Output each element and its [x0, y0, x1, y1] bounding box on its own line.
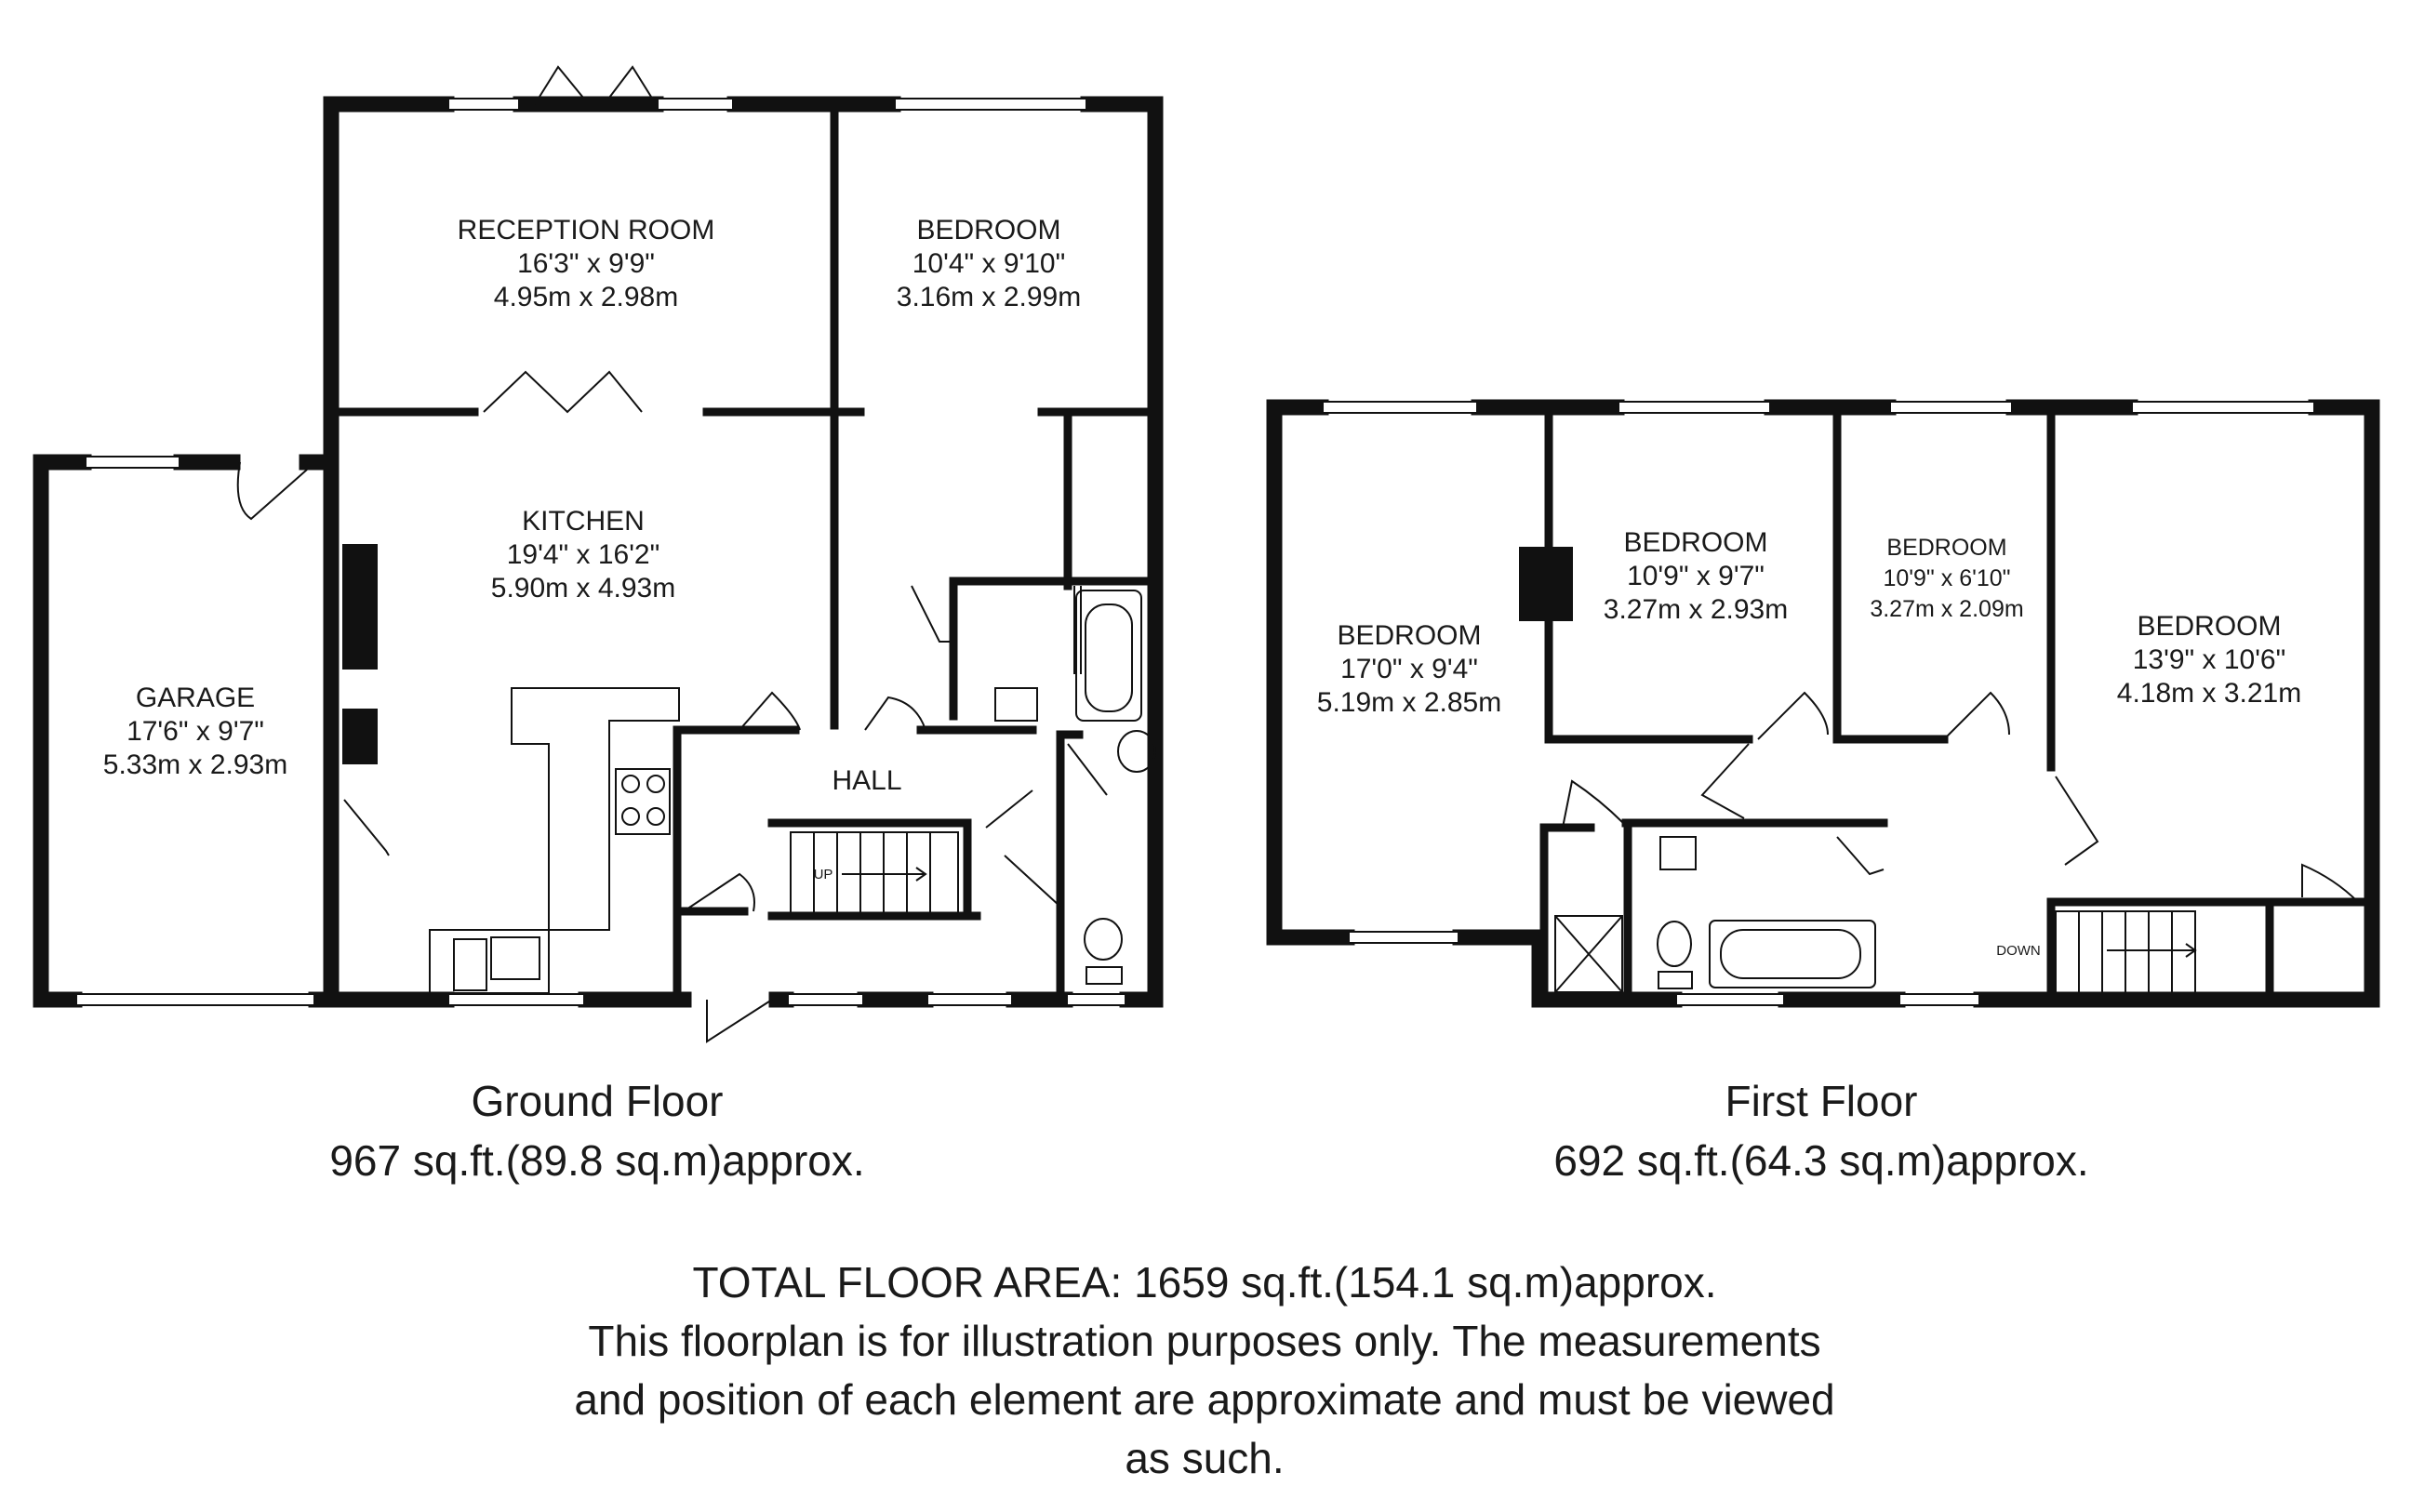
ff-bedroom4-imperial: 13'9" x 10'6": [2133, 644, 2286, 675]
disclaimer-line-3: as such.: [1125, 1434, 1284, 1482]
total-floor-area: TOTAL FLOOR AREA: 1659 sq.ft.(154.1 sq.m…: [692, 1258, 1716, 1306]
garage-pillar: [342, 709, 378, 764]
garage-name: GARAGE: [136, 683, 255, 713]
garage-imperial: 17'6" x 9'7": [127, 716, 264, 747]
ground-bedroom-metric: 3.16m x 2.99m: [897, 282, 1081, 312]
kitchen-counters: [429, 687, 680, 994]
stairs-up-label: UP: [814, 867, 833, 882]
garage-metric: 5.33m x 2.93m: [103, 749, 287, 780]
ff-bedroom1-name: BEDROOM: [1337, 620, 1481, 651]
ground-interior-walls: [326, 99, 1160, 1004]
first-stairs: [2055, 910, 2197, 996]
stairs-down-label: DOWN: [1996, 943, 2041, 959]
first-doors: [1562, 691, 2359, 903]
ff-bedroom1-imperial: 17'0" x 9'4": [1340, 654, 1478, 684]
ff-bedroom4-metric: 4.18m x 3.21m: [2117, 678, 2301, 709]
ground-windows: [75, 98, 1126, 1006]
kitchen-name: KITCHEN: [522, 506, 645, 537]
reception-room-metric: 4.95m x 2.98m: [494, 282, 678, 312]
first-floor-title: First Floor: [1725, 1077, 1918, 1125]
first-interior-walls: [1539, 403, 2367, 1004]
ff-bedroom1-metric: 5.19m x 2.85m: [1317, 687, 1501, 718]
first-bath-fixtures: [1554, 836, 1876, 993]
ground-floor-plan: RECEPTION ROOM 16'3" x 9'9" 4.95m x 2.98…: [33, 65, 1164, 1043]
reception-room-name: RECEPTION ROOM: [458, 215, 715, 245]
ff-bedroom2-metric: 3.27m x 2.93m: [1604, 594, 1788, 625]
ff-bedroom3-imperial: 10'9" x 6'10": [1883, 565, 2010, 591]
reception-room-imperial: 16'3" x 9'9": [517, 248, 655, 279]
ground-bedroom-name: BEDROOM: [916, 215, 1060, 245]
ff-bedroom4-name: BEDROOM: [2137, 611, 2281, 642]
disclaimer-line-2: and position of each element are approxi…: [574, 1375, 1834, 1424]
ground-floor-area: 967 sq.ft.(89.8 sq.m)approx.: [329, 1136, 864, 1185]
ff-bedroom3-name: BEDROOM: [1886, 535, 2006, 561]
hall-name: HALL: [832, 765, 901, 796]
ground-bedroom-imperial: 10'4" x 9'10": [912, 248, 1066, 279]
kitchen-metric: 5.90m x 4.93m: [491, 573, 675, 603]
kitchen-imperial: 19'4" x 16'2": [507, 539, 660, 570]
first-floor-walls: [1266, 399, 2380, 1008]
ground-floor-title: Ground Floor: [471, 1077, 723, 1125]
first-floor-plan: BEDROOM 17'0" x 9'4" 5.19m x 2.85m BEDRO…: [1266, 399, 2380, 1008]
disclaimer-line-1: This floorplan is for illustration purpo…: [588, 1317, 1820, 1365]
ground-stairs: [790, 831, 959, 917]
ff-bedroom2-name: BEDROOM: [1623, 527, 1767, 558]
ground-bath-fixtures: [994, 590, 1156, 985]
ground-doors: [236, 65, 1108, 1043]
first-floor-area: 692 sq.ft.(64.3 sq.m)approx.: [1553, 1136, 2088, 1185]
ff-bedroom3-metric: 3.27m x 2.09m: [1870, 596, 2023, 622]
ff-bedroom2-imperial: 10'9" x 9'7": [1627, 561, 1765, 591]
ground-floor-walls: [33, 96, 1164, 1008]
first-windows: [1322, 401, 2315, 1006]
garage-pillar: [342, 544, 378, 670]
